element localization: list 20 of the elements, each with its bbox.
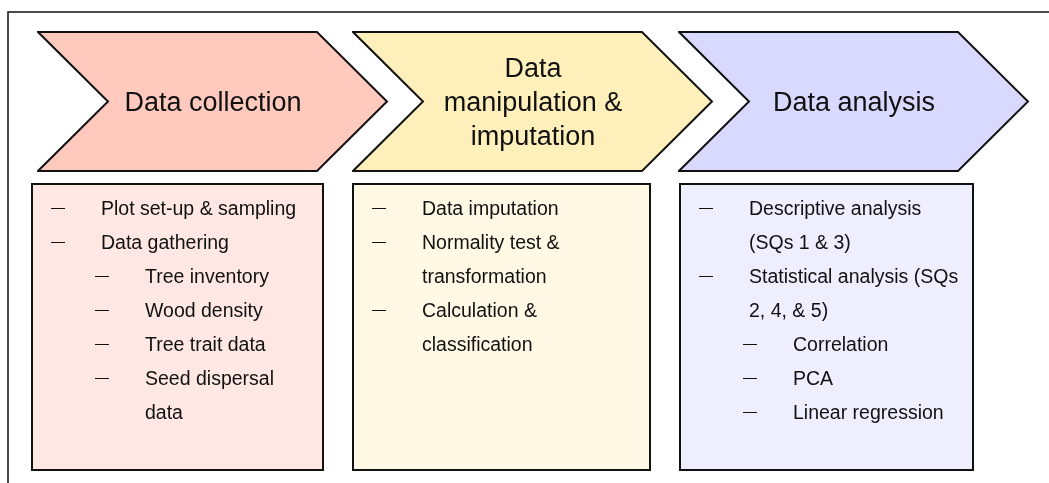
list-item-text: Statistical analysis (SQs 2, 4, & 5) — [749, 265, 959, 321]
list-item-text: Seed dispersal data — [145, 367, 274, 423]
step-list-box — [679, 183, 974, 471]
list-item-text: Plot set-up & sampling — [101, 197, 297, 219]
list-item-text: Normality test & transformation — [422, 231, 560, 287]
stage-title: Data collection — [123, 85, 303, 119]
list-item-text: Data imputation — [422, 197, 559, 219]
list-item-text: Correlation — [793, 333, 889, 355]
list-item-text: Calculation & classification — [422, 299, 537, 355]
list-item-text: Linear regression — [793, 401, 944, 423]
list-item-text: Data gathering — [101, 231, 229, 253]
list-item-text: Descriptive analysis (SQs 1 & 3) — [749, 197, 922, 253]
list-item-text: Tree inventory — [145, 265, 269, 287]
stage-title: Data manipulation & imputation — [442, 51, 624, 153]
list-item-text: Wood density — [145, 299, 263, 321]
step-list-box — [352, 183, 651, 471]
step-list-box — [31, 183, 324, 471]
list-item-text: Tree trait data — [145, 333, 266, 355]
list-item-text: PCA — [793, 367, 834, 389]
stage-title: Data analysis — [771, 85, 937, 119]
